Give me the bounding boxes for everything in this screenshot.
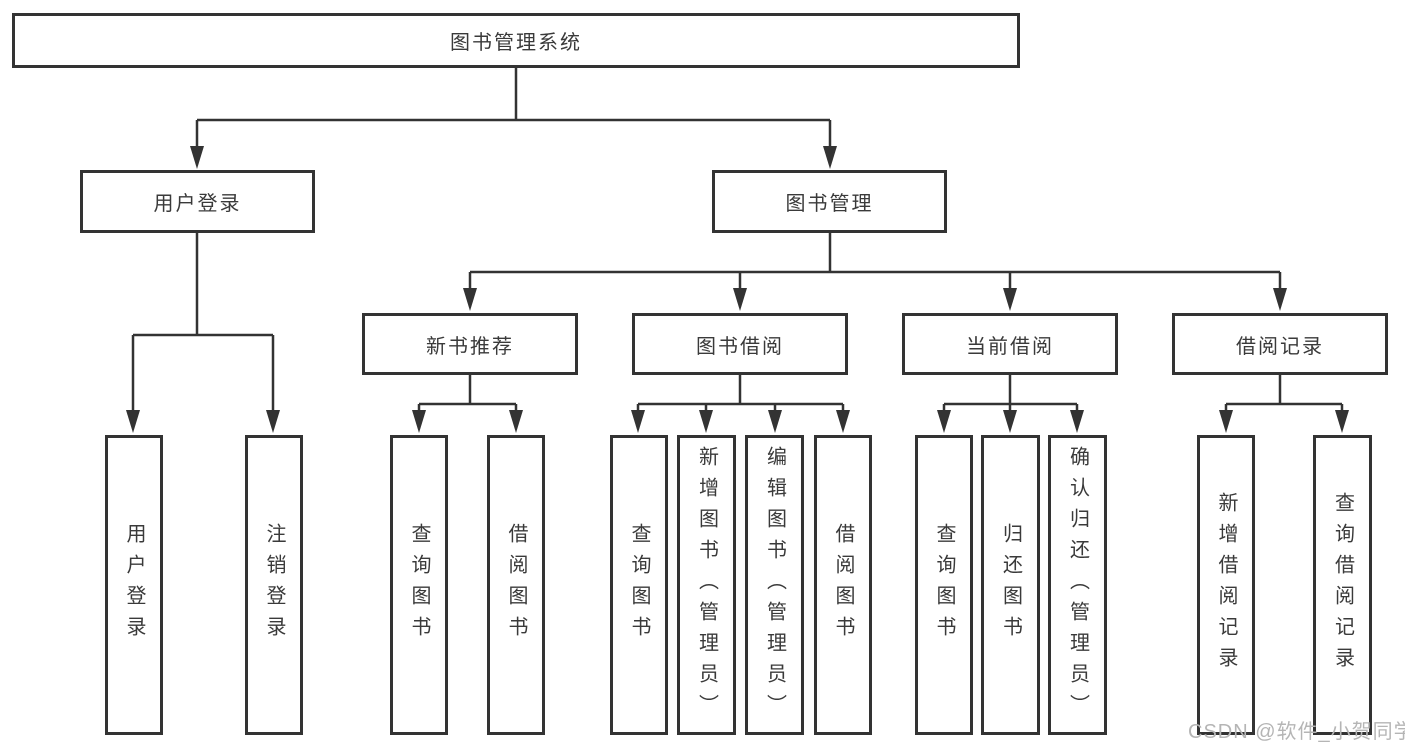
node-new-book-recommendation: 新书推荐 (362, 313, 578, 375)
leaf-borrow-books: 借阅图书 (814, 435, 872, 735)
leaf-logout: 注销登录 (245, 435, 303, 735)
node-current-borrowing: 当前借阅 (902, 313, 1118, 375)
node-borrowing-records: 借阅记录 (1172, 313, 1388, 375)
leaf-query-books: 查询图书 (915, 435, 973, 735)
arrowheads (126, 146, 1349, 433)
leaf-query-books: 查询图书 (610, 435, 668, 735)
leaf-confirm-return-admin: 确认归还（管理员） (1048, 435, 1107, 735)
node-book-borrowing: 图书借阅 (632, 313, 848, 375)
leaf-add-borrow-record: 新增借阅记录 (1197, 435, 1255, 735)
leaf-query-borrow-record: 查询借阅记录 (1313, 435, 1372, 735)
leaf-borrow-books: 借阅图书 (487, 435, 545, 735)
leaf-return-books: 归还图书 (981, 435, 1040, 735)
leaf-add-books-admin: 新增图书（管理员） (677, 435, 736, 735)
tree-edges (131, 68, 1344, 412)
node-library-management-system: 图书管理系统 (12, 13, 1020, 68)
leaf-user-login: 用户登录 (105, 435, 163, 735)
node-book-management: 图书管理 (712, 170, 947, 233)
leaf-query-books: 查询图书 (390, 435, 448, 735)
node-user-login: 用户登录 (80, 170, 315, 233)
leaf-edit-books-admin: 编辑图书（管理员） (745, 435, 804, 735)
csdn-watermark: CSDN @软件_小贺同学 (1188, 721, 1405, 743)
